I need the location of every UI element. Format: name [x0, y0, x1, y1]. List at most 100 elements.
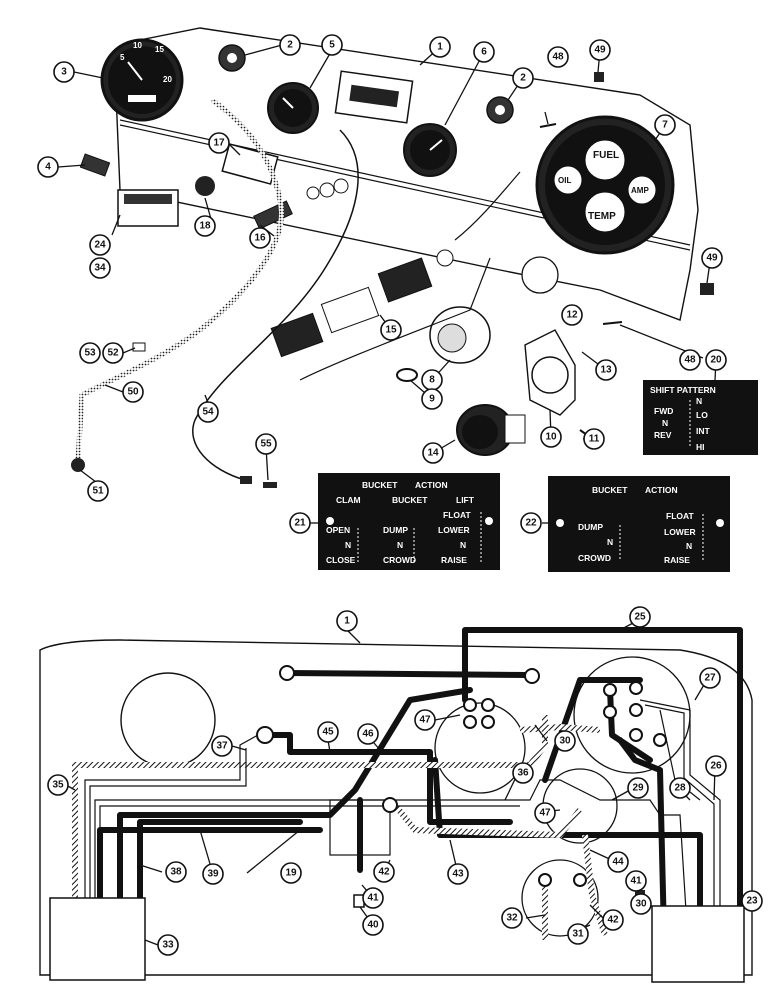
callout-54: 54	[197, 401, 219, 423]
svg-text:14: 14	[427, 448, 439, 459]
callout-8: 8	[421, 369, 443, 391]
cluster-fuel-label: FUEL	[593, 150, 619, 161]
cluster-gauge: FUEL OIL AMP TEMP	[535, 115, 675, 255]
callout-7: 7	[654, 114, 676, 136]
p22-float: FLOAT	[666, 511, 695, 521]
svg-text:41: 41	[630, 876, 642, 887]
svg-text:49: 49	[706, 253, 718, 264]
svg-text:2: 2	[520, 73, 526, 84]
callout-3: 3	[53, 61, 75, 83]
wiring-callout-27: 27	[699, 667, 721, 689]
callout-52: 52	[102, 342, 124, 364]
gauge-bracket	[524, 329, 576, 416]
p22-dump: DUMP	[578, 522, 603, 532]
p22-header-left: BUCKET	[592, 485, 628, 495]
svg-text:22: 22	[525, 518, 537, 529]
svg-text:15: 15	[385, 325, 397, 336]
svg-text:46: 46	[362, 729, 374, 740]
svg-text:11: 11	[589, 434, 600, 445]
svg-text:1: 1	[344, 616, 350, 627]
speedo-label-15: 15	[155, 45, 164, 54]
shift-hi: HI	[696, 442, 705, 452]
callout-24: 24	[89, 234, 111, 256]
fitting-55	[263, 482, 277, 488]
callout-15: 15	[380, 319, 402, 341]
p21-header-left: BUCKET	[362, 480, 398, 490]
p22-n1: N	[607, 537, 613, 547]
callout-21: 21	[289, 512, 311, 534]
gauge-wire	[454, 171, 521, 241]
svg-text:36: 36	[517, 768, 529, 779]
wiring-callout-28: 28	[669, 777, 691, 799]
callout-1: 1	[429, 36, 451, 58]
callout-6: 6	[473, 41, 495, 63]
p21-float: FLOAT	[443, 510, 472, 520]
wiring-callout-19: 19	[280, 862, 302, 884]
wiring-callout-47-lower: 47	[534, 802, 556, 824]
callout-34: 34	[89, 257, 111, 279]
svg-text:47: 47	[419, 715, 431, 726]
wiring-callout-37: 37	[211, 735, 233, 757]
callout-22: 22	[520, 512, 542, 534]
cable-end-51	[71, 458, 85, 472]
wiring-callout-33: 33	[157, 934, 179, 956]
wiring-callout-38: 38	[165, 861, 187, 883]
shift-pattern-plate: SHIFT PATTERN FWD N REV N LO INT HI	[643, 380, 758, 455]
svg-text:49: 49	[594, 45, 606, 56]
svg-text:2: 2	[287, 40, 293, 51]
p21-close: CLOSE	[326, 555, 356, 565]
svg-text:35: 35	[52, 780, 64, 791]
wiring-callout-1: 1	[336, 610, 358, 632]
callout-4: 4	[37, 156, 59, 178]
callout-16: 16	[249, 227, 271, 249]
svg-text:42: 42	[607, 915, 619, 926]
lighter-wire-15	[299, 257, 491, 381]
p22-raise: RAISE	[664, 555, 690, 565]
wiring-callout-25: 25	[629, 606, 651, 628]
callout-2-right: 2	[512, 67, 534, 89]
p21-open: OPEN	[326, 525, 350, 535]
svg-text:48: 48	[684, 355, 696, 366]
svg-text:53: 53	[84, 348, 96, 359]
svg-text:34: 34	[94, 263, 106, 274]
screw-48-lower	[602, 321, 623, 325]
callout-18: 18	[194, 215, 216, 237]
p22-lower: LOWER	[664, 527, 696, 537]
svg-text:16: 16	[254, 233, 266, 244]
shift-rev: REV	[654, 430, 672, 440]
callout-2-left: 2	[279, 34, 301, 56]
svg-text:41: 41	[367, 893, 379, 904]
svg-text:37: 37	[216, 741, 228, 752]
callout-13: 13	[595, 359, 617, 381]
panel-hole-plug	[521, 256, 559, 294]
svg-text:17: 17	[213, 138, 225, 149]
svg-text:55: 55	[260, 439, 272, 450]
wiring-callout-26: 26	[705, 755, 727, 777]
svg-text:31: 31	[572, 929, 584, 940]
p21-col-bucket: BUCKET	[392, 495, 428, 505]
svg-text:1: 1	[437, 42, 443, 53]
svg-text:13: 13	[600, 365, 612, 376]
indicator-lamp-right	[486, 96, 514, 124]
svg-text:32: 32	[506, 913, 518, 924]
callout-20: 20	[705, 349, 727, 371]
svg-text:48: 48	[552, 52, 564, 63]
gauge-small-left	[267, 82, 319, 134]
callout-55: 55	[255, 433, 277, 455]
gauge-fuel-small	[403, 123, 457, 177]
p21-n2: N	[397, 540, 403, 550]
callout-9: 9	[421, 388, 443, 410]
speedo-label-10: 10	[133, 41, 142, 50]
svg-text:28: 28	[674, 783, 686, 794]
callout-53: 53	[79, 342, 101, 364]
shift-lo: LO	[696, 410, 708, 420]
wiring-callout-31: 31	[567, 923, 589, 945]
svg-text:42: 42	[378, 867, 390, 878]
svg-text:33: 33	[162, 940, 174, 951]
svg-text:30: 30	[559, 736, 571, 747]
horn-button-assembly	[396, 306, 491, 382]
p21-raise: RAISE	[441, 555, 467, 565]
p21-col-clam: CLAM	[336, 495, 361, 505]
callout-49-upper: 49	[589, 39, 611, 61]
